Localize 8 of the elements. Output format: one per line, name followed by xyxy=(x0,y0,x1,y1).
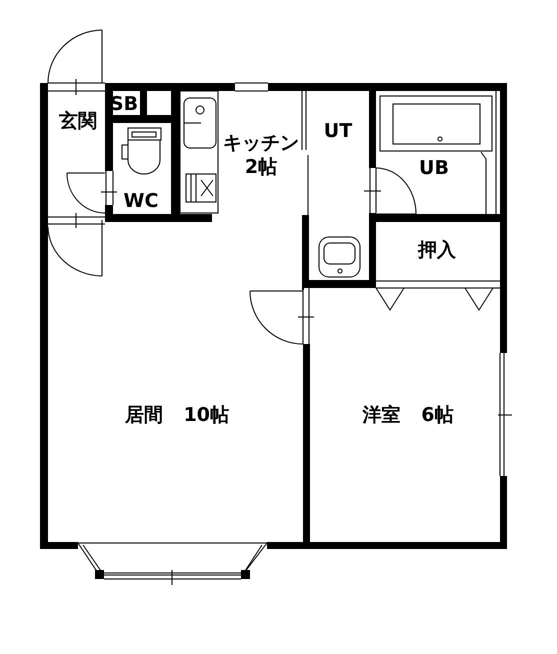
room-label: 居間 10帖 xyxy=(124,403,230,427)
room-label: UB xyxy=(419,156,449,180)
room-label: 押入 xyxy=(418,238,456,262)
room-label: 玄関 xyxy=(59,109,97,133)
room-label: 洋室 6帖 xyxy=(362,403,454,427)
room-label: キッチン2帖 xyxy=(222,131,300,179)
room-label: UT xyxy=(324,119,352,143)
room-label: WC xyxy=(124,189,158,213)
